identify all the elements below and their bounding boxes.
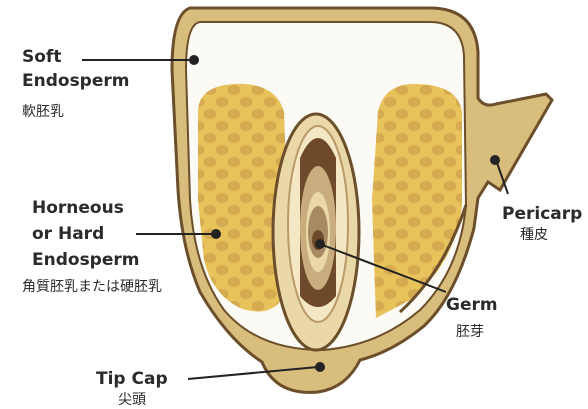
pericarp-label: Pericarp: [502, 204, 582, 224]
soft-label-line2: Endosperm: [22, 71, 129, 91]
tipcap-label: Tip Cap: [96, 369, 168, 389]
pericarp-label-jp: 種皮: [520, 227, 548, 243]
germ-label: Germ: [446, 295, 498, 315]
horneous-label-jp: 角質胚乳または硬胚乳: [22, 279, 162, 295]
horneous-label-line3: Endosperm: [32, 250, 139, 270]
germ-label-jp: 胚芽: [456, 324, 484, 340]
horneous-label-line1: Horneous: [32, 198, 124, 218]
soft-label-jp: 軟胚乳: [22, 104, 64, 120]
horneous-label-line2: or Hard: [32, 224, 104, 244]
soft-label-line1: Soft: [22, 47, 61, 67]
germ: [273, 114, 359, 350]
tipcap-label-jp: 尖頭: [118, 392, 146, 408]
